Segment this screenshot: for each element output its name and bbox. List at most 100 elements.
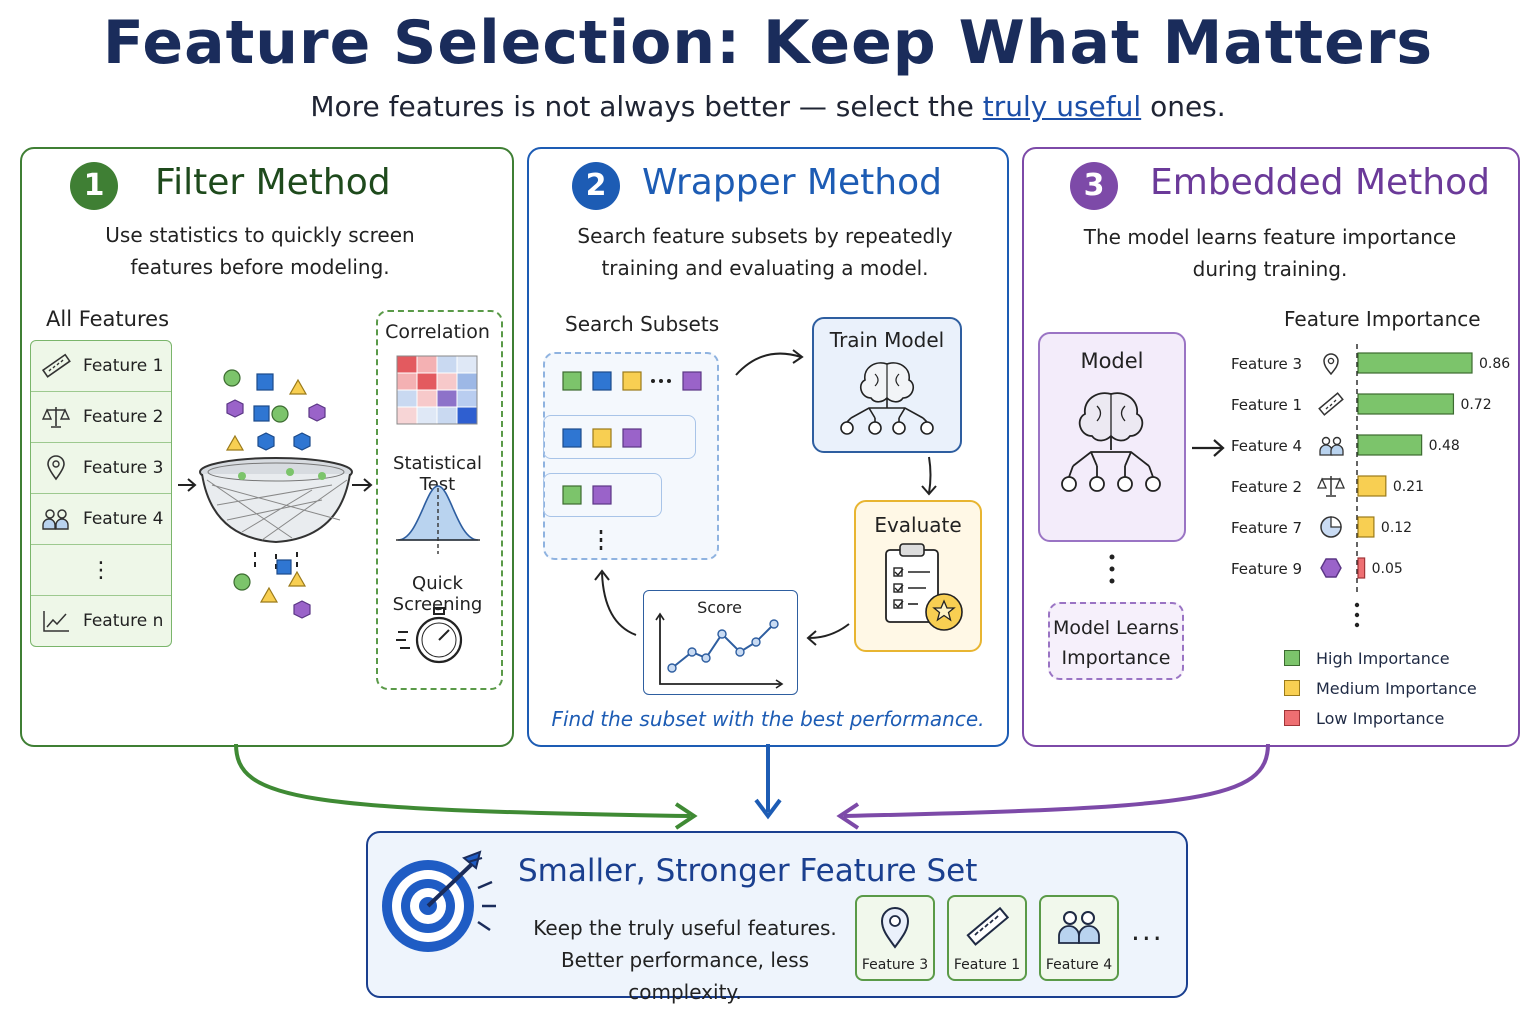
target-icon — [382, 850, 496, 952]
importance-category-label: Feature 1 — [1231, 396, 1302, 414]
model-learns-line1: Model Learns — [1052, 617, 1180, 639]
legend-low: Low Importance — [1284, 703, 1477, 733]
result-line2: Better performance, less complexity. — [560, 948, 810, 1004]
evaluate-label: Evaluate — [874, 513, 962, 537]
subtitle-highlight: truly useful — [982, 90, 1142, 123]
balance-scale-icon — [41, 407, 71, 428]
ruler-icon — [966, 906, 1010, 946]
filter-description: Use statistics to quickly screen feature… — [40, 219, 480, 283]
wrapper-number-badge: 2 — [572, 162, 620, 210]
result-line1: Keep the truly useful features. — [533, 916, 837, 940]
filter-title: Filter Method — [155, 162, 391, 203]
importance-value-label: 0.86 — [1479, 356, 1510, 372]
location-pin-icon — [1323, 353, 1339, 376]
subset-squares — [562, 371, 702, 550]
importance-category-label: Feature 9 — [1231, 560, 1302, 578]
more-features-ellipsis: ... — [1131, 914, 1164, 947]
kept-feature-1: Feature 1 — [947, 895, 1027, 981]
kept-feature-label: Feature 1 — [953, 957, 1021, 973]
importance-bar — [1357, 434, 1423, 456]
importance-row: Feature 3 0.86 — [1231, 352, 1510, 376]
embedded-arrow — [843, 743, 1270, 818]
location-pin-icon — [47, 455, 65, 481]
wrapper-title: Wrapper Method — [642, 162, 942, 203]
sieve-illustration — [178, 369, 373, 619]
importance-legend: High Importance Medium Importance Low Im… — [1284, 643, 1477, 733]
embedded-title: Embedded Method — [1150, 162, 1490, 203]
model-learns-line2: Importance — [1061, 647, 1171, 669]
brain-tree-icon — [1061, 392, 1161, 492]
embedded-desc-line1: The model learns feature importance — [1083, 225, 1457, 249]
wrapper-footer: Find the subset with the best performanc… — [551, 707, 985, 731]
stopwatch-icon — [396, 607, 463, 664]
importance-category-label: Feature 3 — [1231, 355, 1302, 373]
feature-label: Feature 3 — [83, 458, 164, 478]
legend-label: Medium Importance — [1316, 678, 1477, 698]
wrapper-description: Search feature subsets by repeatedly tra… — [540, 220, 990, 284]
all-features-label: All Features — [46, 307, 170, 331]
wrapper-desc-line1: Search feature subsets by repeatedly — [577, 224, 953, 248]
brain-tree-icon — [840, 362, 934, 435]
bell-curve-icon — [396, 485, 480, 554]
legend-label: High Importance — [1316, 648, 1450, 668]
train-model-box — [812, 317, 962, 453]
embedded-description: The model learns feature importance duri… — [1040, 221, 1500, 285]
feature-row-2: Feature 2 — [31, 392, 171, 443]
feature-label: Feature 1 — [83, 356, 164, 376]
importance-bar — [1357, 516, 1375, 538]
feature-row-n: Feature n — [31, 596, 171, 646]
pie-chart-icon — [1320, 516, 1342, 538]
vertical-ellipsis — [1109, 554, 1115, 584]
model-learns-box — [1048, 602, 1184, 680]
importance-value-label: 0.21 — [1393, 479, 1424, 495]
ruler-icon — [1318, 392, 1344, 416]
score-line-chart — [655, 612, 784, 689]
page-subtitle: More features is not always better — sel… — [0, 90, 1536, 123]
filter-desc-line1: Use statistics to quickly screen — [105, 223, 415, 247]
filter-arrow — [234, 743, 691, 818]
importance-value-label: 0.72 — [1460, 397, 1491, 413]
model-learns-label: Model Learns Importance — [1048, 613, 1184, 673]
embedded-number-badge: 3 — [1070, 162, 1118, 210]
search-subsets-label: Search Subsets — [565, 312, 720, 336]
score-label: Score — [697, 598, 742, 617]
people-icon — [1058, 911, 1100, 944]
embedded-desc-line2: during training. — [1192, 257, 1348, 281]
importance-bar — [1357, 393, 1455, 415]
correlation-heatmap-icon — [396, 355, 478, 425]
statistics-checks-box — [376, 310, 503, 690]
feature-row-1: Feature 1 — [31, 341, 171, 392]
legend-swatch-medium — [1284, 680, 1300, 696]
kept-feature-label: Feature 3 — [861, 957, 929, 973]
all-features-list: Feature 1 Feature 2 Feature 3 Feature 4 … — [30, 340, 172, 647]
feature-importance-title: Feature Importance — [1284, 307, 1481, 331]
subtitle-end: ones. — [1141, 90, 1226, 123]
ruler-icon — [41, 353, 71, 378]
feature-row-3: Feature 3 — [31, 443, 171, 494]
arrow-to-search — [594, 569, 637, 636]
arrow-to-score — [806, 623, 850, 646]
importance-bar — [1357, 475, 1387, 497]
train-model-label: Train Model — [829, 328, 945, 352]
subtitle-text: More features is not always better — sel… — [310, 90, 983, 123]
importance-row: Feature 1 0.72 — [1231, 392, 1492, 416]
legend-swatch-high — [1284, 650, 1300, 666]
embedded-model-label: Model — [1080, 349, 1144, 373]
arrow-to-evaluate — [921, 456, 937, 496]
page-title: Feature Selection: Keep What Matters — [102, 8, 1434, 78]
feature-row-ellipsis: ⋮ — [31, 545, 171, 596]
importance-category-label: Feature 4 — [1231, 437, 1302, 455]
feature-label: Feature 4 — [83, 509, 164, 529]
hexagon-icon — [1320, 558, 1342, 578]
location-pin-icon — [880, 907, 910, 949]
filter-number-badge: 1 — [70, 162, 118, 210]
result-description: Keep the truly useful features. Better p… — [520, 912, 850, 1008]
subset-row-2 — [543, 415, 696, 459]
result-title: Smaller, Stronger Feature Set — [518, 853, 978, 889]
chart-vertical-ellipsis — [1354, 602, 1360, 628]
quick-screening-label: Quick Screening — [392, 573, 483, 615]
